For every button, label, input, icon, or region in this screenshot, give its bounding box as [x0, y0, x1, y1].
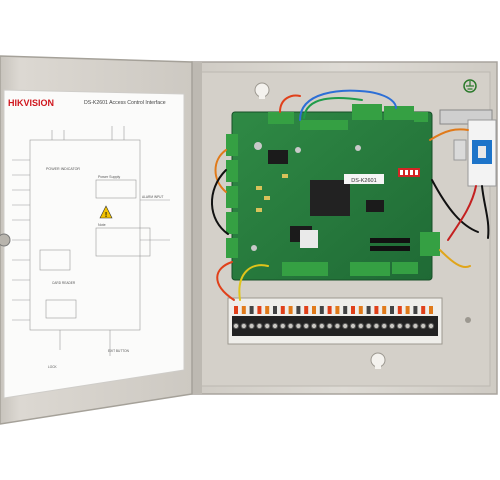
wire-end — [358, 306, 363, 314]
dip-switch — [398, 168, 420, 177]
wire-end — [413, 306, 418, 314]
left-terminal-blocks — [226, 134, 238, 258]
wire-end — [304, 306, 309, 314]
terminal-screw — [271, 322, 279, 330]
terminal-screw — [396, 322, 403, 330]
label-power-indicator: POWER INDICATOR — [46, 167, 80, 171]
terminal-screw — [326, 322, 333, 330]
terminal-screw — [334, 322, 341, 330]
wire-end — [257, 306, 262, 314]
wire-end — [241, 306, 246, 314]
terminal-screw — [357, 322, 364, 330]
terminal-screw — [303, 322, 310, 330]
wire-end — [296, 306, 301, 314]
board-sticker: DS-K2601 — [344, 174, 384, 184]
wire-end — [327, 306, 332, 314]
wire-end — [335, 306, 340, 314]
wire-end — [390, 306, 394, 314]
label-power-supply: Power Supply — [98, 175, 120, 179]
wire-end — [366, 306, 371, 314]
chip — [366, 200, 384, 212]
terminal-screw — [420, 322, 427, 330]
label-exit-button: EXIT BUTTON — [108, 349, 130, 353]
wire-end — [265, 306, 270, 314]
terminal-bar — [227, 297, 443, 345]
warning-icon: ! — [99, 205, 113, 219]
wire-end — [397, 306, 402, 314]
svg-text:!: ! — [105, 212, 107, 219]
terminal-screw — [279, 322, 286, 330]
terminal-screw — [310, 322, 318, 330]
board-sticker-text: DS-K2601 — [351, 178, 376, 184]
terminal-screw — [295, 322, 302, 330]
terminal-screw — [264, 322, 271, 330]
wire-end — [405, 306, 410, 314]
terminal-screw — [349, 322, 357, 330]
label-card-reader: CARD READER — [52, 281, 76, 285]
terminal-screw — [365, 322, 372, 330]
wire-end — [421, 306, 426, 314]
terminal-screw — [381, 322, 388, 330]
wire-end — [273, 306, 277, 314]
terminal-screw — [287, 322, 294, 330]
terminal-screw — [427, 322, 435, 330]
wire-end — [312, 306, 316, 314]
terminal-screw — [248, 322, 255, 330]
wire-end — [288, 306, 293, 314]
ground-icon — [463, 79, 477, 93]
terminal-screw — [318, 322, 325, 330]
brand-logo: HIKVISION — [8, 98, 54, 108]
terminal-screw — [232, 322, 240, 330]
wire-end — [234, 306, 238, 314]
circuit-breaker — [439, 109, 497, 187]
label-alarm-input: ALARM INPUT — [142, 195, 163, 199]
wires — [211, 89, 490, 301]
chip — [268, 150, 288, 164]
wire-end — [319, 306, 324, 314]
terminal-screw — [412, 322, 419, 330]
label-lock: LOCK — [48, 365, 58, 369]
terminal-screw — [256, 322, 263, 330]
terminal-screw — [342, 322, 349, 330]
bottom-terminal-blocks — [282, 232, 440, 276]
enclosure-door: HIKVISION DS-K2601 Access Control Interf… — [0, 55, 193, 425]
main-processor-chip — [310, 180, 350, 216]
mount-hole-right — [465, 317, 471, 323]
wire-end — [343, 306, 348, 314]
relay — [300, 230, 318, 248]
terminal-screws — [232, 306, 435, 330]
mount-hole-top — [254, 82, 270, 99]
top-terminal-blocks — [268, 104, 428, 130]
terminal-screw — [388, 322, 396, 330]
terminal-screw — [240, 322, 247, 330]
mount-hole-bottom — [370, 352, 386, 369]
wire-end — [351, 306, 355, 314]
wire-end — [429, 306, 433, 314]
door-lock-icon — [0, 233, 11, 247]
diagram-title: DS-K2601 Access Control Interface — [84, 100, 166, 106]
terminal-screw — [404, 322, 411, 330]
terminal-screw — [373, 322, 380, 330]
wire-end — [382, 306, 387, 314]
control-board: DS-K2601 — [226, 104, 440, 281]
wire-end — [280, 306, 285, 314]
wiring-diagram-sheet: HIKVISION DS-K2601 Access Control Interf… — [3, 89, 185, 399]
label-note: Note — [98, 223, 106, 227]
wire-end — [374, 306, 379, 314]
wire-end — [249, 306, 254, 314]
